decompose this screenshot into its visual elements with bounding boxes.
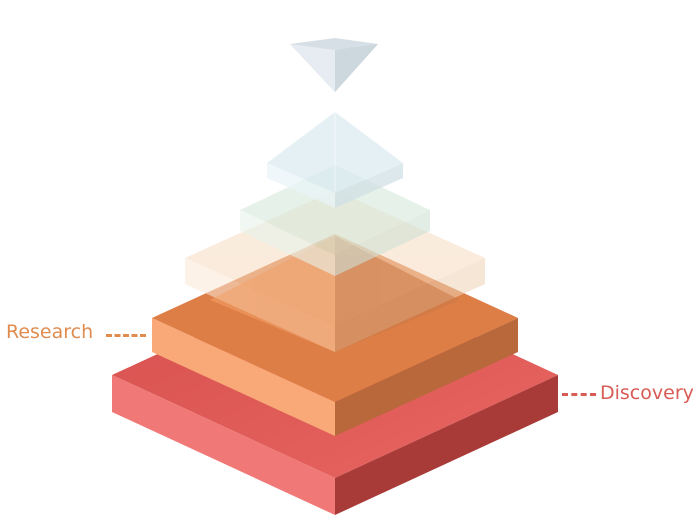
discovery-connector	[562, 393, 596, 396]
pale-blue-layer	[267, 112, 403, 208]
inner-pyramid	[210, 236, 460, 352]
research-connector	[106, 334, 146, 337]
pale-green-layer	[240, 165, 430, 276]
research-label: Research	[6, 321, 94, 343]
top-cap	[290, 38, 378, 92]
discovery-label: Discovery	[600, 382, 694, 404]
